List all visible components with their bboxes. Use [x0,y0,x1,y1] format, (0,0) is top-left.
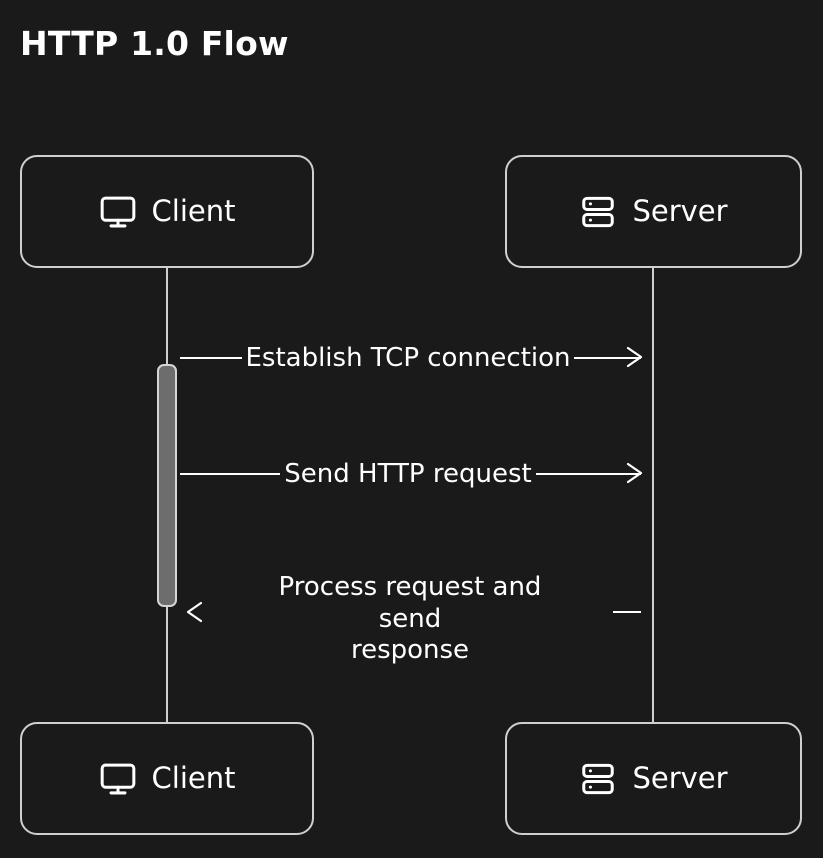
participant-client-top[interactable]: Client [20,155,314,268]
message-1-line-right [574,357,641,359]
monitor-icon [99,193,137,231]
server-icon [579,760,617,798]
message-1-line-left [180,357,242,359]
message-3-label-line2: response [350,635,470,666]
message-1-arrowhead-right [620,343,648,371]
participant-server-top[interactable]: Server [505,155,802,268]
page-title: HTTP 1.0 Flow [20,24,289,63]
message-3-label-line1: Process request and send [278,572,542,634]
participant-server-bottom[interactable]: Server [505,722,802,835]
server-icon [579,193,617,231]
lifeline-server [652,268,654,722]
message-2-line-right [536,473,641,475]
participant-client-top-label: Client [151,194,236,228]
message-3-line-right [613,611,641,613]
monitor-icon [99,760,137,798]
message-2-label: Send HTTP request [284,459,532,489]
participant-client-bottom[interactable]: Client [20,722,314,835]
message-2-line-left [180,473,280,475]
participant-server-top-label: Server [632,194,728,228]
message-1-label: Establish TCP connection [245,343,571,373]
client-activation-bar [157,364,177,607]
message-3-arrowhead-left [181,598,209,626]
participant-client-bottom-label: Client [151,761,236,795]
participant-server-bottom-label: Server [632,761,728,795]
message-2-arrowhead-right [620,459,648,487]
